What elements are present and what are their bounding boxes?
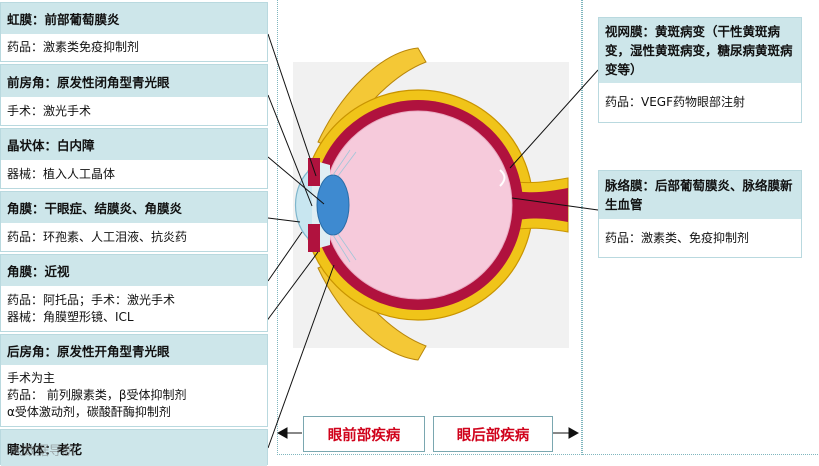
card-line: 药品：激素类免疫抑制剂 xyxy=(7,40,140,54)
posterior-segment-button[interactable]: 眼后部疾病 xyxy=(433,416,553,452)
card-body: 手术为主 药品： 前列腺素类，β受体抑制剂 α受体激动剂，碳酸酐酶抑制剂 xyxy=(1,365,267,426)
card-line: α受体激动剂，碳酸酐酶抑制剂 xyxy=(7,405,171,419)
card-cornea-inflammation: 角膜：干眼症、结膜炎、角膜炎 药品：环孢素、人工泪液、抗炎药 xyxy=(0,191,268,252)
card-line: 器械：植入人工晶体 xyxy=(7,166,116,181)
iris-lower xyxy=(308,224,320,252)
card-header: 视网膜：黄斑病变（干性黄斑病变，湿性黄斑病变，糖尿病黄斑病变等） xyxy=(599,18,801,83)
card-line: 药品：VEGF药物眼部注射 xyxy=(605,95,745,109)
card-header: 睫状体：老花 xyxy=(1,430,267,466)
anterior-segment-button[interactable]: 眼前部疾病 xyxy=(303,416,425,452)
card-posterior-chamber-angle: 后房角：原发性开角型青光眼 手术为主 药品： 前列腺素类，β受体抑制剂 α受体激… xyxy=(0,334,268,427)
posterior-region-outline xyxy=(582,0,819,455)
card-body: 药品：阿托品；手术：激光手术 器械：角膜塑形镜、ICL xyxy=(1,286,267,331)
card-header: 前房角：原发性闭角型青光眼 xyxy=(1,65,267,97)
card-body: 药品：VEGF药物眼部注射 xyxy=(599,83,801,122)
macula xyxy=(499,169,506,187)
card-ciliary-body: 睫状体：老花 xyxy=(0,429,268,466)
card-iris: 虹膜：前部葡萄膜炎 药品：激素类免疫抑制剂 xyxy=(0,2,268,62)
card-line: 器械：角膜塑形镜、ICL xyxy=(7,309,134,324)
card-line: 手术为主 xyxy=(7,371,56,385)
card-body: 药品：环孢素、人工泪液、抗炎药 xyxy=(1,223,267,251)
watermark: 大数据导航 xyxy=(10,444,76,459)
card-line: 药品：环孢素、人工泪液、抗炎药 xyxy=(7,229,188,244)
card-line: 药品：阿托品；手术：激光手术 xyxy=(7,292,176,307)
card-header: 角膜：干眼症、结膜炎、角膜炎 xyxy=(1,192,267,223)
card-body: 器械：植入人工晶体 xyxy=(1,160,267,188)
card-lens: 晶状体：白内障 器械：植入人工晶体 xyxy=(0,128,268,189)
card-header: 虹膜：前部葡萄膜炎 xyxy=(1,3,267,34)
zonules xyxy=(332,149,357,263)
card-line: 手术：激光手术 xyxy=(7,103,92,118)
card-body: 药品：激素类、免疫抑制剂 xyxy=(599,219,801,257)
lens xyxy=(316,174,350,236)
card-body: 药品：激素类免疫抑制剂 xyxy=(1,34,267,61)
card-choroid: 脉络膜：后部葡萄膜炎、脉络膜新生血管 药品：激素类、免疫抑制剂 xyxy=(598,170,802,258)
cornea xyxy=(294,167,313,243)
card-cornea-myopia: 角膜：近视 药品：阿托品；手术：激光手术 器械：角膜塑形镜、ICL xyxy=(0,254,268,332)
card-header: 脉络膜：后部葡萄膜炎、脉络膜新生血管 xyxy=(599,171,801,219)
card-header: 后房角：原发性开角型青光眼 xyxy=(1,335,267,365)
region-arrows xyxy=(276,427,580,439)
card-line: 药品：激素类、免疫抑制剂 xyxy=(605,230,750,245)
card-retina: 视网膜：黄斑病变（干性黄斑病变，湿性黄斑病变，糖尿病黄斑病变等） 药品：VEGF… xyxy=(598,17,802,123)
pointer-lines xyxy=(259,33,599,449)
card-anterior-chamber-angle: 前房角：原发性闭角型青光眼 手术：激光手术 xyxy=(0,64,268,126)
card-header: 角膜：近视 xyxy=(1,255,267,286)
iris-upper xyxy=(308,158,320,186)
anterior-region-outline xyxy=(277,0,582,455)
card-body: 手术：激光手术 xyxy=(1,97,267,125)
card-line: 药品： 前列腺素类，β受体抑制剂 xyxy=(7,388,187,402)
card-header: 晶状体：白内障 xyxy=(1,129,267,160)
retina xyxy=(323,110,513,300)
